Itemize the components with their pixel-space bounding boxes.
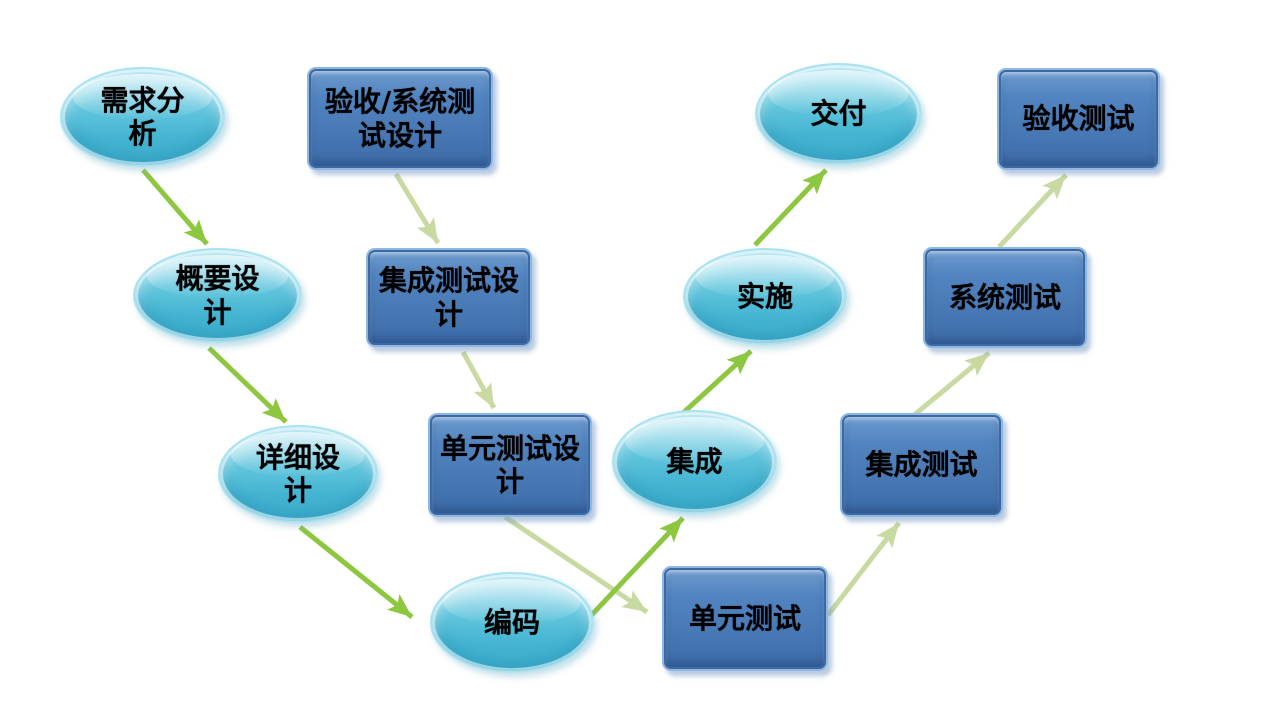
node-implementation-label: 实施 bbox=[736, 279, 793, 313]
edge-requirements-analysis-to-preliminary-design bbox=[141, 168, 209, 246]
node-delivery-label: 交付 bbox=[810, 97, 867, 131]
edge-coding-to-integration bbox=[583, 516, 685, 624]
node-delivery: 交付 bbox=[755, 63, 922, 165]
node-acceptance-test: 验收测试 bbox=[997, 68, 1160, 170]
node-system-test: 系统测试 bbox=[923, 247, 1087, 348]
node-integration-test: 集成测试 bbox=[840, 413, 1003, 517]
node-integration-test-design: 集成测试设 计 bbox=[366, 248, 532, 347]
node-detailed-design-label: 详细设 计 bbox=[255, 440, 340, 507]
edge-unit-test-design-to-unit-test bbox=[503, 514, 649, 615]
node-system-test-label: 系统测试 bbox=[948, 280, 1061, 314]
node-requirements-analysis-label: 需求分 析 bbox=[100, 83, 185, 150]
node-acceptance-test-label: 验收测试 bbox=[1022, 102, 1135, 136]
node-coding: 编码 bbox=[430, 572, 594, 673]
edge-detailed-design-to-coding bbox=[298, 525, 414, 619]
node-preliminary-design-label: 概要设 计 bbox=[175, 262, 260, 329]
node-coding-label: 编码 bbox=[483, 605, 540, 639]
edge-implementation-to-delivery bbox=[753, 168, 828, 247]
edge-integration-to-implementation bbox=[681, 349, 753, 415]
node-integration: 集成 bbox=[612, 410, 777, 514]
edge-integration-test-to-system-test bbox=[911, 351, 991, 418]
node-detailed-design: 详细设 计 bbox=[218, 425, 378, 523]
node-preliminary-design: 概要设 计 bbox=[133, 248, 302, 343]
node-acceptance-system-test-design-label: 验收/系统测 试设计 bbox=[324, 85, 476, 152]
node-implementation: 实施 bbox=[683, 248, 847, 345]
node-requirements-analysis: 需求分 析 bbox=[60, 67, 225, 167]
node-unit-test-design-label: 单元测试设 计 bbox=[439, 431, 580, 498]
edge-system-test-to-acceptance-test bbox=[997, 173, 1068, 249]
node-integration-label: 集成 bbox=[666, 445, 723, 479]
node-unit-test-label: 单元测试 bbox=[688, 601, 801, 635]
node-integration-test-design-label: 集成测试设 计 bbox=[378, 264, 519, 331]
edge-integration-test-design-to-unit-test-design bbox=[460, 350, 497, 410]
node-integration-test-label: 集成测试 bbox=[865, 448, 978, 482]
edge-preliminary-design-to-detailed-design bbox=[207, 346, 288, 424]
edge-acceptance-system-test-design-to-integration-test-design bbox=[393, 172, 441, 245]
node-unit-test-design: 单元测试设 计 bbox=[428, 413, 592, 517]
node-acceptance-system-test-design: 验收/系统测 试设计 bbox=[307, 67, 493, 170]
node-unit-test: 单元测试 bbox=[662, 566, 828, 671]
edge-unit-test-to-integration-test bbox=[826, 521, 901, 617]
